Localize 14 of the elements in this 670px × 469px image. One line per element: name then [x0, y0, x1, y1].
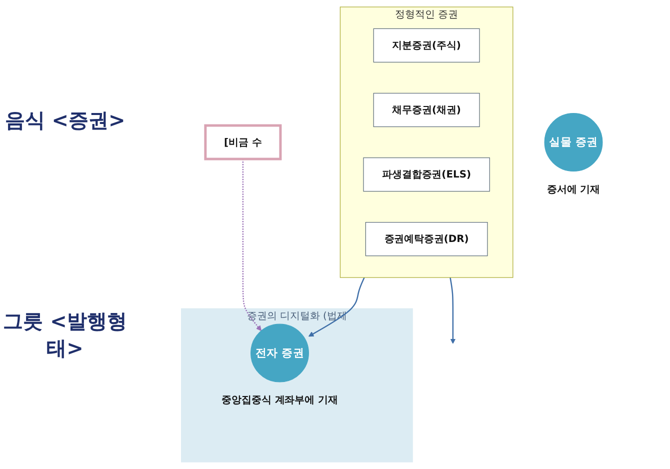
- node-box: 파생결합증권(ELS): [363, 157, 490, 192]
- node-circle: 전자 증권: [250, 324, 309, 382]
- arrow: [450, 277, 456, 344]
- node-box: 증권예탁증권(DR): [365, 222, 488, 256]
- arrow: [308, 277, 365, 337]
- node-circle: 실물 증권: [544, 113, 603, 172]
- node-label: 중앙집중식 계좌부에 기재: [222, 394, 338, 406]
- row-label: 그릇 <발행형태>: [2, 308, 128, 362]
- node-box: 채무증권(채권): [373, 92, 480, 128]
- node-label: 증서에 기재: [546, 182, 600, 195]
- node-box: [비금 수: [204, 124, 282, 160]
- arrow: [242, 159, 262, 331]
- node-box: 지분증권(주식): [373, 28, 480, 63]
- row-label: 음식 <증권>: [4, 107, 126, 134]
